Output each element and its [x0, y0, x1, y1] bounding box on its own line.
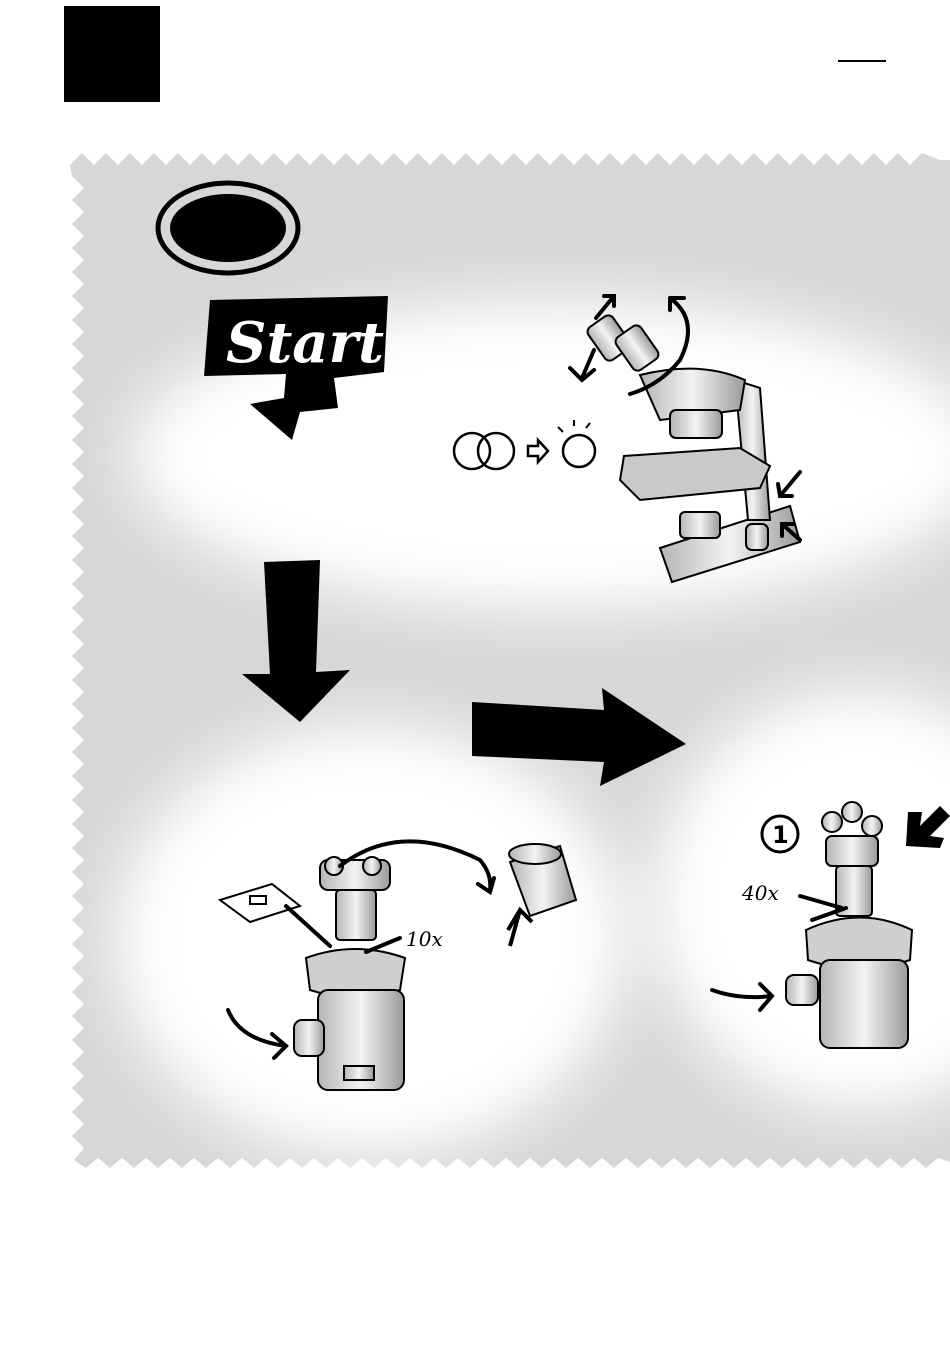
- step-badge: [158, 183, 298, 273]
- objective-10x-label: 10x: [406, 927, 443, 951]
- start-label: Start: [226, 310, 384, 376]
- objective-40x-label: 40x: [741, 881, 779, 905]
- step-number: 1: [772, 821, 789, 849]
